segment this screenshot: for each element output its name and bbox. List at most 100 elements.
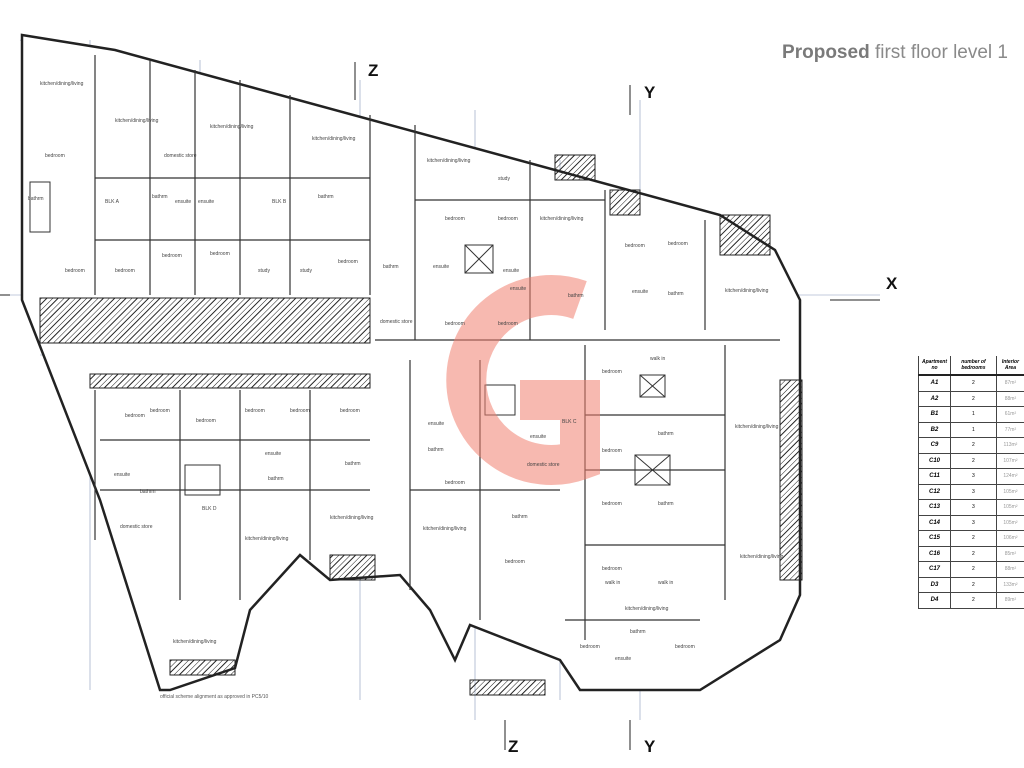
room-label: kitchen/dining/living xyxy=(725,288,769,294)
room-label: bedroom xyxy=(245,408,265,414)
bedroom-count: 2 xyxy=(950,453,997,469)
drawing-title: Proposed first floor level 1 xyxy=(782,42,1008,64)
interior-area: 89m² xyxy=(995,592,1024,609)
room-label: bathrm xyxy=(512,514,528,520)
room-label: kitchen/dining/living xyxy=(173,639,217,645)
room-label: bedroom xyxy=(602,369,622,375)
title-bold: Proposed xyxy=(782,42,870,63)
apartment-no: C13 xyxy=(918,499,951,516)
building-outline xyxy=(20,33,802,692)
room-label: bedroom xyxy=(65,268,85,274)
room-label: bathrm xyxy=(668,291,684,297)
room-label: ensuite xyxy=(198,199,214,205)
room-label: kitchen/dining/living xyxy=(210,124,254,130)
room-label: kitchen/dining/living xyxy=(625,606,669,612)
interior-area: 88m² xyxy=(995,561,1024,578)
room-label: kitchen/dining/living xyxy=(740,554,784,560)
room-label: kitchen/dining/living xyxy=(427,158,471,164)
room-label: kitchen/dining/living xyxy=(423,526,467,532)
block-label: BLK C xyxy=(562,419,577,425)
room-label: bedroom xyxy=(505,559,525,565)
apartment-no: C11 xyxy=(918,468,951,485)
room-label: bedroom xyxy=(45,153,65,159)
block-label: BLK B xyxy=(272,199,287,205)
room-label: bedroom xyxy=(210,251,230,257)
bedroom-count: 2 xyxy=(950,546,997,562)
room-label: bedroom xyxy=(675,644,695,650)
room-label: bedroom xyxy=(340,408,360,414)
bedroom-count: 3 xyxy=(950,515,997,531)
room-label: domestic store xyxy=(120,524,153,530)
room-label: bedroom xyxy=(602,501,622,507)
interior-area: 77m² xyxy=(995,422,1024,438)
room-label: bedroom xyxy=(445,216,465,222)
interior-area: 61m² xyxy=(995,406,1024,423)
room-label: domestic store xyxy=(527,462,560,468)
room-label: bathrm xyxy=(268,476,284,482)
bedroom-count: 2 xyxy=(950,592,997,609)
apartment-no: C10 xyxy=(918,453,951,469)
apartment-no: D4 xyxy=(918,592,951,609)
room-label: walk in xyxy=(605,580,621,586)
block-label: BLK D xyxy=(202,506,217,512)
bedroom-count: 2 xyxy=(950,391,997,407)
apartment-no: A1 xyxy=(918,375,951,392)
room-label: kitchen/dining/living xyxy=(312,136,356,142)
room-label: bathrm xyxy=(152,194,168,200)
interior-area: 105m² xyxy=(995,499,1024,516)
bedroom-count: 2 xyxy=(950,561,997,578)
interior-area: 85m² xyxy=(995,546,1024,562)
room-label: ensuite xyxy=(503,268,519,274)
room-label: bedroom xyxy=(602,448,622,454)
room-label: walk in xyxy=(658,580,674,586)
title-rest: first floor level 1 xyxy=(869,42,1008,63)
room-label: bedroom xyxy=(162,253,182,259)
terraces xyxy=(39,154,803,696)
bedroom-count: 3 xyxy=(950,484,997,500)
interior-area: 87m² xyxy=(995,375,1024,392)
room-label: bedroom xyxy=(115,268,135,274)
room-label: kitchen/dining/living xyxy=(40,81,84,87)
col-header-area: Interior Area xyxy=(995,356,1024,376)
room-label: kitchen/dining/living xyxy=(115,118,159,124)
apartment-no: B2 xyxy=(918,422,951,438)
room-label: bedroom xyxy=(125,413,145,419)
apartment-no: C17 xyxy=(918,561,951,578)
room-label: bedroom xyxy=(580,644,600,650)
room-label: bathrm xyxy=(318,194,334,200)
room-label: bathrm xyxy=(428,447,444,453)
room-label: bedroom xyxy=(150,408,170,414)
logo-g-watermark xyxy=(446,275,600,485)
room-label: walk in xyxy=(650,356,666,362)
room-label: bedroom xyxy=(338,259,358,265)
room-label: bedroom xyxy=(290,408,310,414)
room-label: study xyxy=(300,268,312,274)
section-label-x: X xyxy=(886,274,898,293)
room-label: ensuite xyxy=(433,264,449,270)
room-label: ensuite xyxy=(114,472,130,478)
room-labels: kitchen/dining/living kitchen/dining/liv… xyxy=(28,81,784,662)
room-label: ensuite xyxy=(175,199,191,205)
apartment-no: C14 xyxy=(918,515,951,531)
room-label: bathrm xyxy=(140,489,156,495)
interior-area: 105m² xyxy=(995,484,1024,500)
room-label: ensuite xyxy=(530,434,546,440)
interior-area: 88m² xyxy=(995,391,1024,407)
table-header-row: Apartment no number of bedrooms Interior… xyxy=(918,356,1024,376)
bedroom-count: 3 xyxy=(950,468,997,485)
room-label: kitchen/dining/living xyxy=(245,536,289,542)
apartment-no: C16 xyxy=(918,546,951,562)
room-label: bedroom xyxy=(445,480,465,486)
bedroom-count: 2 xyxy=(950,577,997,593)
section-markers xyxy=(0,62,880,750)
interior-area: 133m² xyxy=(995,577,1024,593)
